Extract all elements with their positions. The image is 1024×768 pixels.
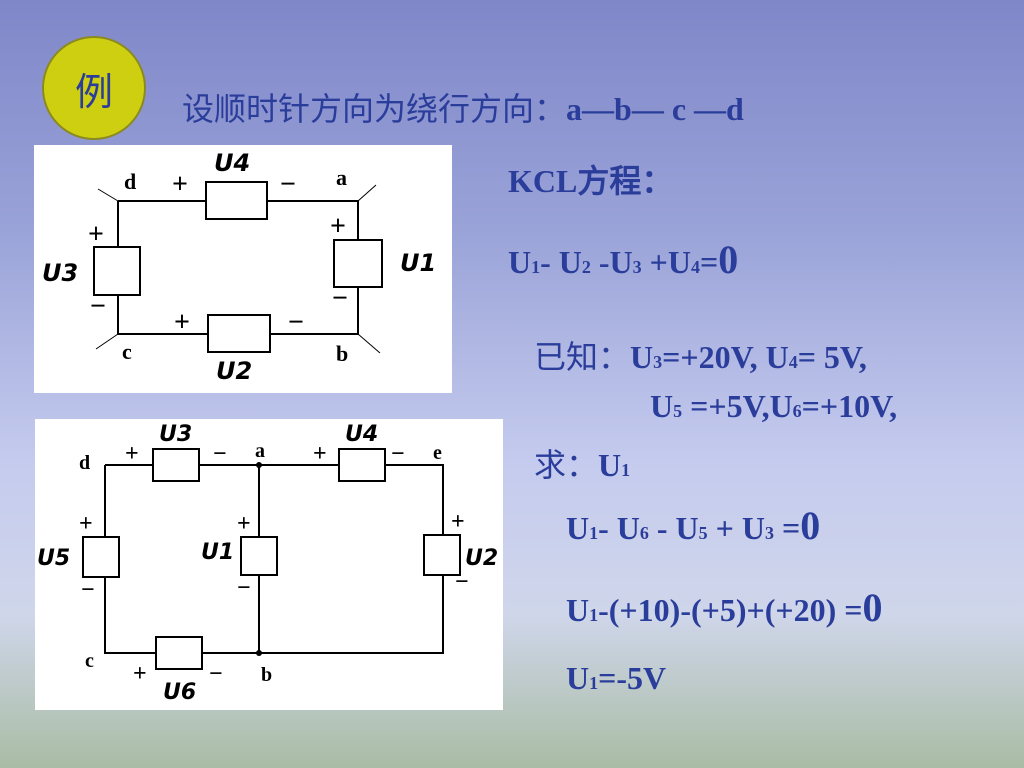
known-values-line2: U5 =+5V,U6=+10V, — [650, 388, 898, 424]
node-label: a — [255, 440, 265, 462]
node-label: c — [122, 339, 132, 364]
minus-sign: − — [391, 441, 405, 467]
minus-sign: − — [280, 169, 296, 200]
minus-sign: − — [288, 307, 304, 338]
minus-sign: − — [237, 575, 251, 601]
node-label: b — [336, 341, 348, 366]
plus-sign: + — [330, 211, 346, 242]
plus-sign: + — [313, 441, 327, 467]
plus-sign: + — [174, 307, 190, 338]
find-line: 求：U1 — [534, 446, 631, 484]
element-label: U1 — [400, 249, 436, 277]
plus-sign: + — [79, 511, 93, 537]
minus-sign: − — [81, 577, 95, 603]
example-badge: 例 — [42, 36, 146, 140]
element-label: U2 — [465, 546, 498, 571]
minus-sign: − — [209, 661, 223, 687]
plus-sign: + — [451, 509, 465, 535]
element-label: U3 — [159, 422, 192, 447]
node-label: b — [261, 664, 272, 686]
element-label: U5 — [37, 546, 70, 571]
minus-sign: − — [213, 441, 227, 467]
element-label: U4 — [345, 422, 378, 447]
element-label: U1 — [201, 540, 234, 565]
element-label: U2 — [216, 357, 252, 385]
circuit-diagram-1: d a c b U4 U3 U1 U2 + − + − + − + − — [34, 145, 452, 393]
node-label: e — [433, 442, 442, 464]
kcl-heading: KCL方程： — [508, 156, 673, 202]
plus-sign: + — [133, 661, 147, 687]
kcl-label: KCL方程： — [508, 163, 674, 199]
element-label: U6 — [163, 680, 196, 705]
title: 设顺时针方向为绕行方向：a—b— c —d — [182, 84, 744, 130]
plus-sign: + — [172, 169, 188, 200]
plus-sign: + — [125, 441, 139, 467]
plus-sign: + — [88, 219, 104, 250]
minus-sign: − — [332, 283, 348, 314]
known-values-line1: 已知：U3=+20V, U4= 5V, — [534, 338, 867, 376]
node-label: c — [85, 650, 94, 672]
example-badge-label: 例 — [74, 69, 113, 114]
node-label: d — [124, 169, 136, 194]
kcl-equation: U1- U2 -U3 +U4=0 — [508, 237, 739, 282]
solution-result: U1=-5V — [566, 660, 667, 696]
plus-sign: + — [237, 511, 251, 537]
circuit-diagram-2: d a e c b U3 U4 U5 U1 U2 U6 + − + − + − … — [35, 419, 503, 710]
title-cn: 设顺时针方向为绕行方向： — [182, 90, 567, 128]
solution-equation-2: U1-(+10)-(+5)+(+20) =0 — [566, 585, 883, 630]
title-path: a—b— c —d — [566, 91, 744, 127]
node-label: a — [336, 165, 347, 190]
node-label: d — [79, 452, 90, 474]
minus-sign: − — [455, 569, 469, 595]
solution-equation-1: U1- U6 - U5 + U3 =0 — [566, 503, 821, 548]
element-label: U3 — [42, 259, 78, 287]
element-label: U4 — [214, 149, 250, 177]
minus-sign: − — [90, 291, 106, 322]
